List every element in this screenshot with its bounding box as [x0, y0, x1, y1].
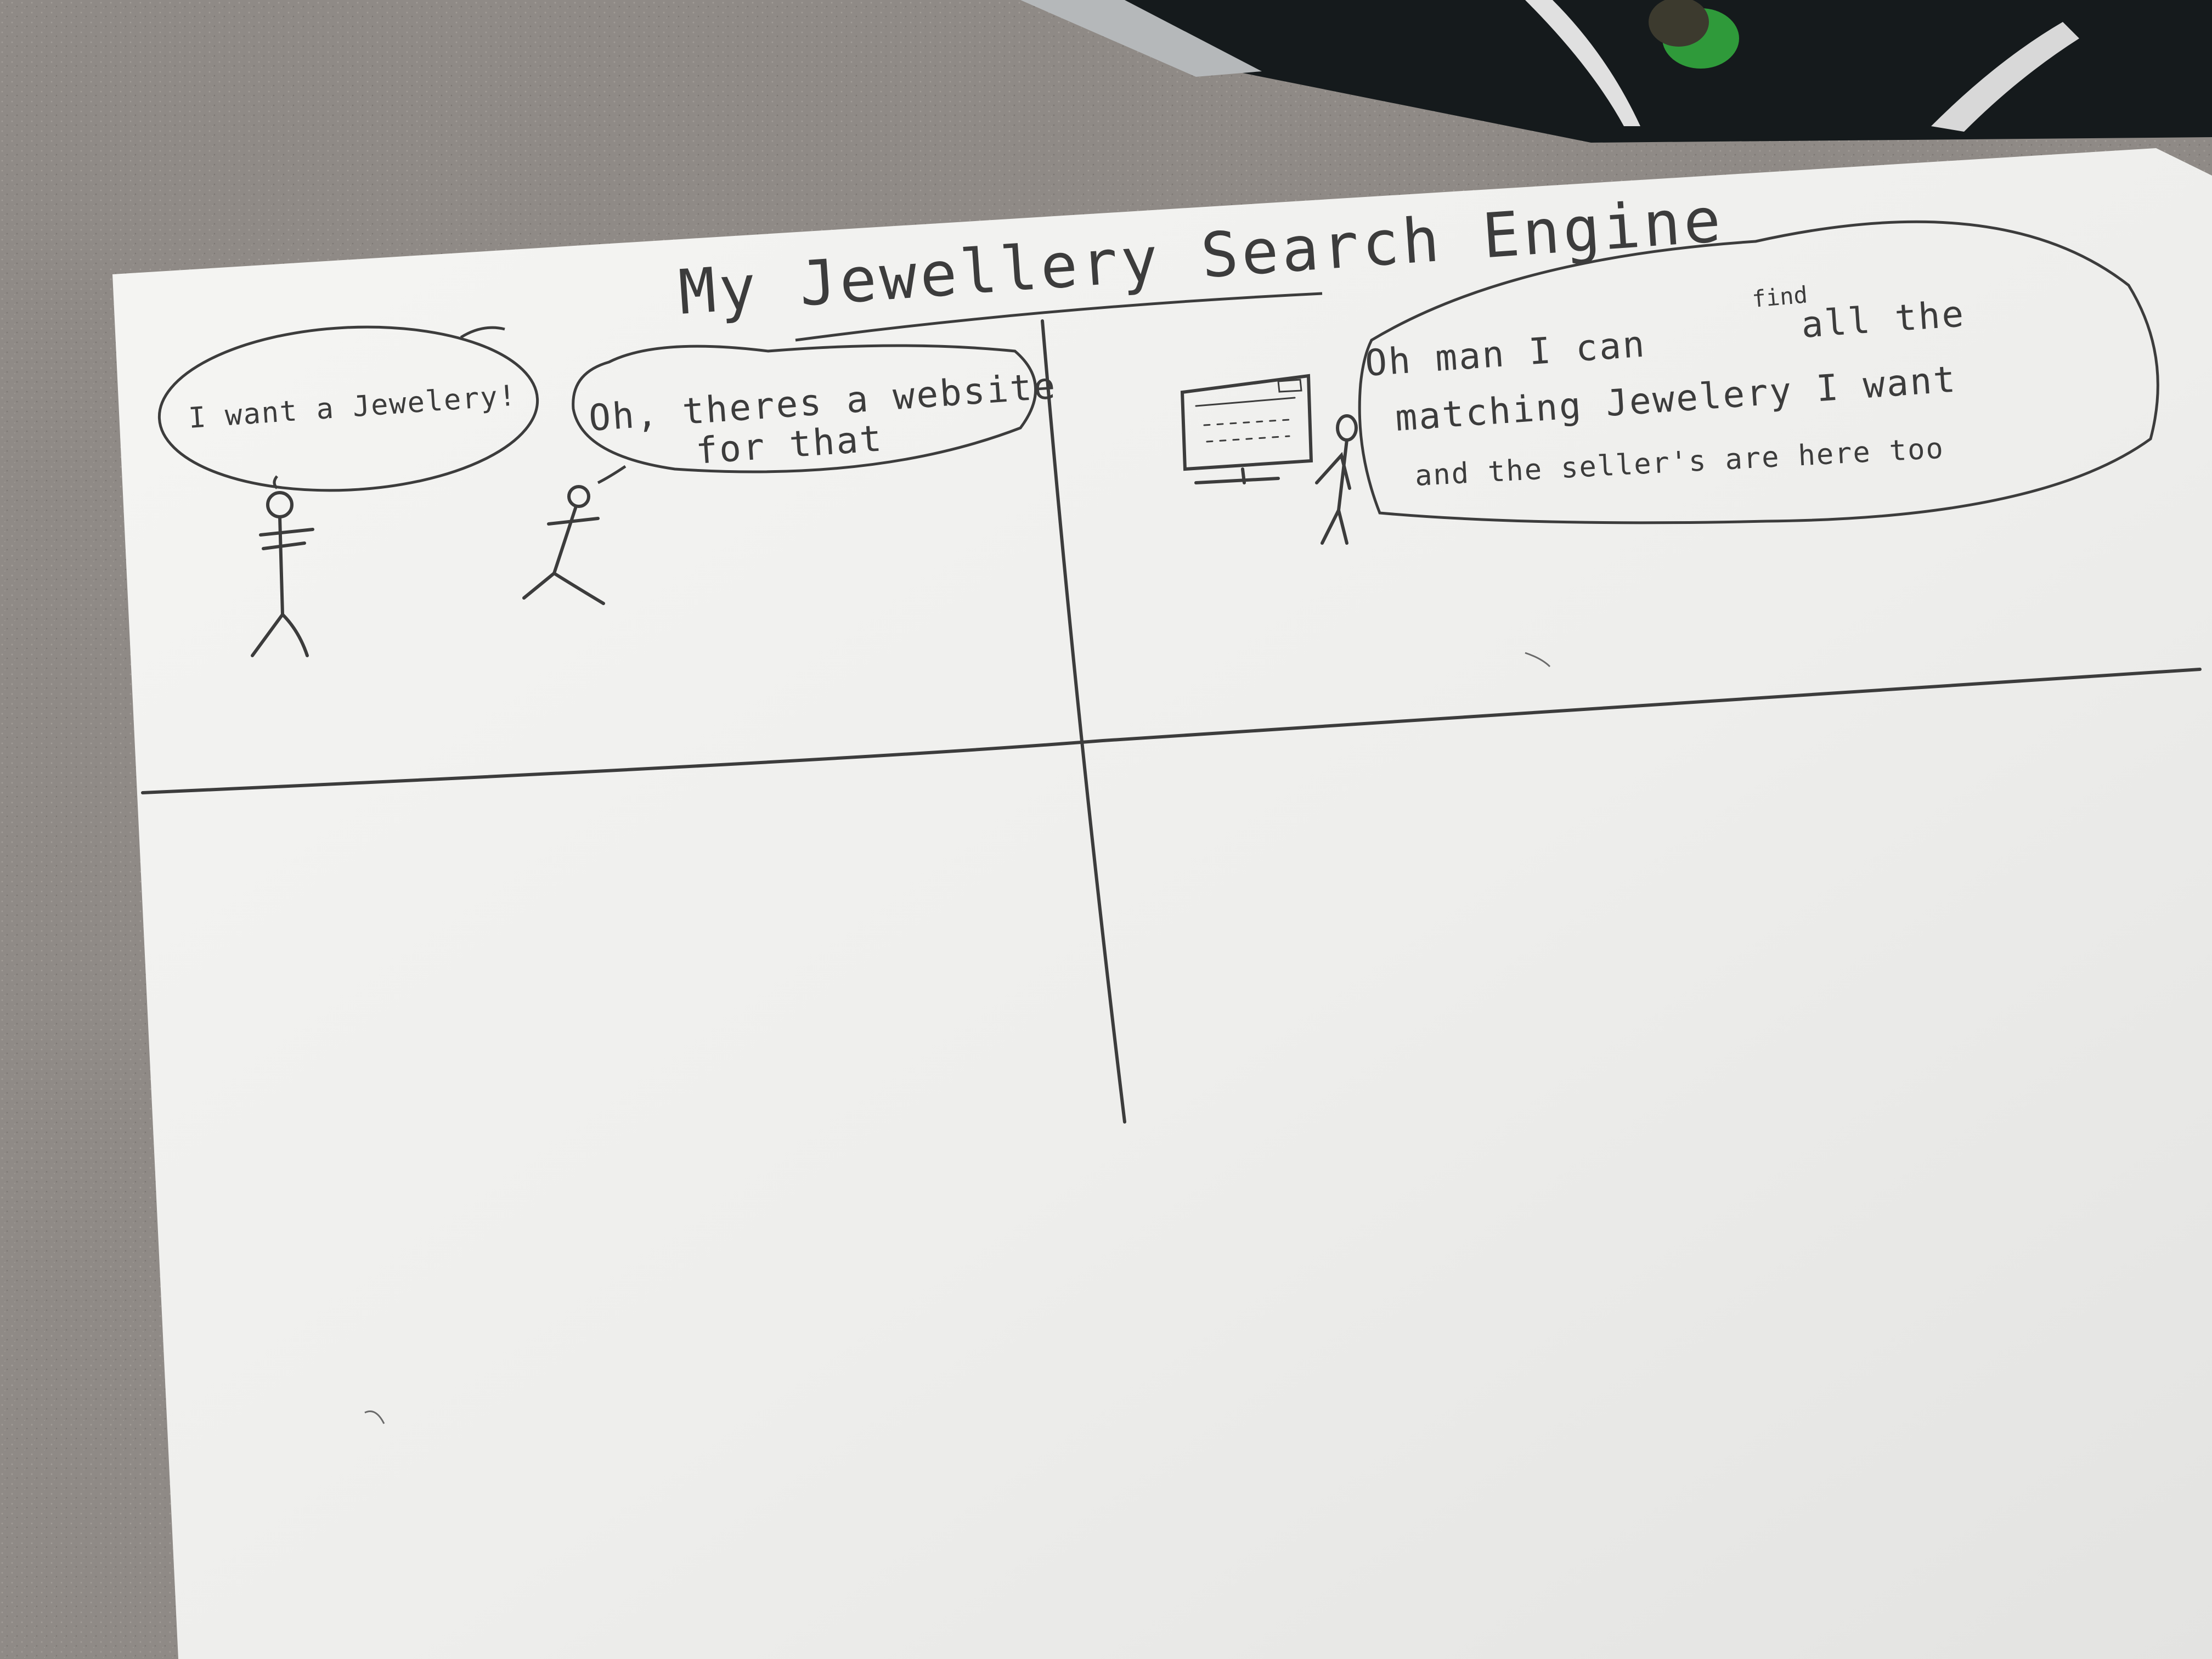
computer-monitor-drawing	[1180, 374, 1313, 484]
stick-figure-3	[1315, 414, 1358, 545]
horizontal-divider	[141, 668, 2202, 794]
paper-sheet	[112, 148, 2212, 1659]
vertical-divider	[1041, 319, 1126, 1124]
dark-object-top-right	[1020, 0, 2212, 143]
title-underline	[795, 292, 1323, 342]
stray-pencil-marks	[364, 652, 1551, 1424]
speech-bubble-3-insert: find	[1751, 281, 1809, 313]
stick-figure-2	[522, 485, 605, 605]
panel-grid	[141, 319, 2202, 1124]
stick-figure-1	[251, 491, 314, 657]
